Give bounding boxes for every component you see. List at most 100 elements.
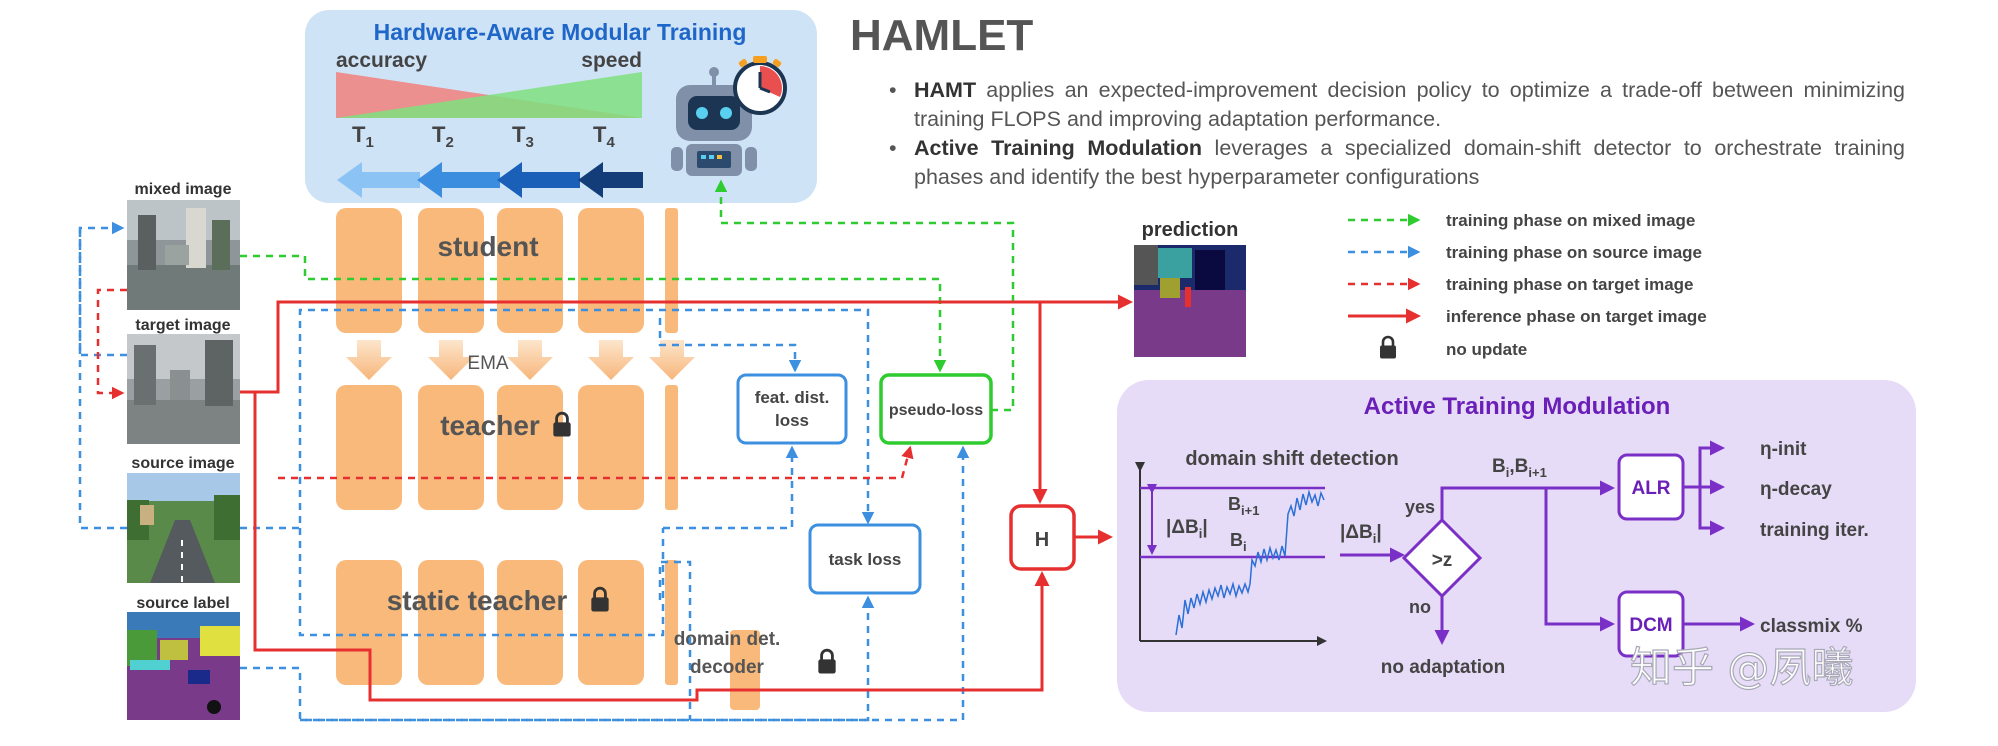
classmix-label: classmix % — [1760, 616, 1863, 637]
legend-target-label: training phase on target image — [1446, 275, 1694, 294]
training-iter-label: training iter. — [1760, 520, 1869, 541]
alr-label: ALR — [1631, 478, 1670, 499]
atm-background — [1117, 380, 1916, 712]
source-image-label: source image — [131, 455, 234, 472]
bullet-list: HAMT applies an expected-improvement dec… — [885, 76, 1905, 192]
target-loop-line — [96, 288, 127, 400]
no-adaptation-label: no adaptation — [1381, 657, 1506, 678]
teacher-block-4 — [578, 385, 644, 510]
domain-det-lock-icon — [816, 648, 838, 674]
domain-shift-label: domain shift detection — [1185, 448, 1398, 470]
tier-1-label: T1 — [352, 122, 374, 151]
alr-to-iter-arrow — [1698, 487, 1725, 536]
feat-dist-loss-label: feat. dist.loss — [755, 388, 830, 430]
bullet-hamt: HAMT applies an expected-improvement dec… — [885, 76, 1905, 134]
student-label: student — [437, 231, 538, 262]
teacher-label: teacher — [440, 410, 540, 441]
eta-init-label: η-init — [1760, 439, 1807, 460]
student-to-feat-line — [658, 318, 802, 373]
source-to-task-loss-line — [240, 308, 875, 530]
static-teacher-block-1 — [336, 560, 402, 685]
static-teacher-head — [665, 560, 678, 685]
mixed-image — [127, 200, 240, 310]
teacher-block-2 — [418, 385, 484, 510]
tier-2-arrow — [417, 162, 500, 198]
speed-wedge — [336, 72, 642, 118]
hamt-title: Hardware-Aware Modular Training — [374, 19, 747, 45]
tier-1-arrow — [337, 162, 420, 198]
atm-panel: Active Training Modulation domain shift … — [1117, 380, 1916, 712]
mixed-to-pseudo-line — [240, 254, 947, 373]
yes-to-alr-arrow — [1440, 480, 1615, 520]
robot-timer-icon — [671, 56, 787, 176]
teacher-head — [665, 385, 678, 510]
teacher-block-1 — [336, 385, 402, 510]
tier-2-label: T2 — [432, 122, 454, 151]
delta-b-label: |ΔBi| — [1166, 517, 1208, 541]
eta-decay-label: η-decay — [1760, 479, 1832, 500]
source-label-image — [127, 612, 240, 720]
source-loop-line — [78, 228, 127, 530]
ema-label: EMA — [467, 353, 509, 374]
static-to-feat-line — [663, 445, 799, 530]
yes-label: yes — [1405, 497, 1435, 517]
loop-to-mixed-line — [78, 221, 127, 357]
bi-bi1-label: Bi,Bi+1 — [1492, 456, 1547, 480]
prediction-image — [1134, 245, 1246, 357]
legend-mixed-label: training phase on mixed image — [1446, 211, 1695, 230]
speed-label: speed — [581, 49, 642, 72]
student-block-1 — [336, 208, 402, 333]
target-image-label: target image — [135, 317, 230, 334]
loss-boxes: feat. dist.loss pseudo-loss task loss H — [736, 373, 1076, 595]
task-loss-label: task loss — [829, 550, 902, 569]
shift-signal-trace — [1175, 489, 1325, 636]
prediction-label: prediction — [1142, 219, 1239, 241]
b-i1-label: Bi+1 — [1228, 494, 1259, 518]
mixed-image-label: mixed image — [135, 181, 232, 198]
tier-3-label: T3 — [512, 122, 534, 151]
teacher-block-3 — [497, 385, 563, 510]
decision-label: >z — [1432, 550, 1453, 571]
target-to-h-line — [240, 300, 1048, 504]
hamt-panel: Hardware-Aware Modular Training accuracy… — [305, 10, 817, 203]
decoder-to-h-line — [240, 390, 1050, 702]
target-image — [127, 334, 240, 444]
yes-to-dcm-arrow — [1544, 488, 1615, 632]
source-image — [127, 473, 240, 583]
delta-b-input-label: |ΔBi| — [1340, 522, 1382, 546]
source-label-label: source label — [136, 595, 229, 612]
pseudo-loss-label: pseudo-loss — [889, 402, 983, 419]
no-label: no — [1409, 597, 1431, 617]
bullet-atm: Active Training Modulation leverages a s… — [885, 134, 1905, 192]
legend-source-label: training phase on source image — [1446, 243, 1702, 262]
task-loss-box — [808, 523, 922, 595]
pseudo-to-hamt-line — [714, 179, 1015, 412]
hamlet-title: HAMLET — [850, 11, 1033, 60]
static-feat-path — [658, 560, 692, 720]
legend-no-update-label: no update — [1446, 340, 1527, 359]
b-i-label: Bi — [1230, 530, 1247, 554]
target-to-pseudo-line — [278, 445, 914, 480]
static-teacher-block-2 — [418, 560, 484, 685]
h-node-label: H — [1035, 529, 1049, 551]
static-teacher-label: static teacher — [387, 585, 568, 616]
atm-title: Active Training Modulation — [1364, 393, 1671, 420]
dcm-label: DCM — [1629, 615, 1672, 636]
label-to-task-loss-line — [240, 595, 875, 722]
accuracy-label: accuracy — [336, 49, 427, 72]
tier-4-arrow — [578, 162, 643, 198]
label-to-pseudo-line — [300, 445, 970, 722]
ema-arrows — [346, 340, 695, 380]
legend: training phase on mixed image training p… — [1348, 211, 1707, 359]
student-block-3 — [497, 208, 563, 333]
static-teacher-loop — [298, 528, 665, 637]
tier-4-label: T4 — [593, 122, 615, 151]
domain-det-label: domain det.decoder — [674, 629, 781, 678]
static-teacher-block-3 — [497, 560, 563, 685]
static-teacher-block-4 — [578, 560, 644, 685]
student-head — [665, 208, 678, 333]
input-images: mixed image target image source image — [127, 181, 240, 720]
tier-3-arrow — [497, 162, 580, 198]
legend-inference-label: inference phase on target image — [1446, 307, 1707, 326]
